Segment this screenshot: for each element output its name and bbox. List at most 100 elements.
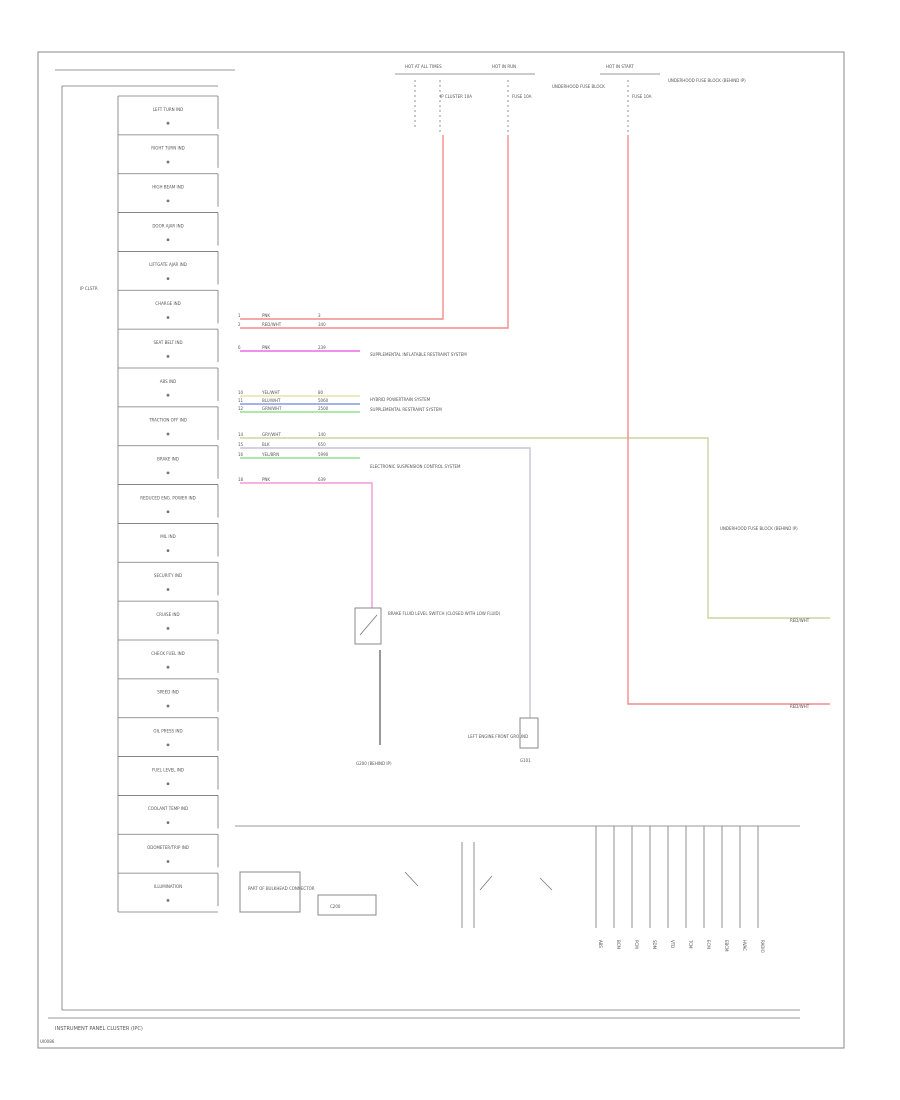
wire-red-white <box>240 135 509 329</box>
top-source-label: HOT IN START <box>606 64 634 69</box>
segment-label: BRAKE IND <box>157 456 179 461</box>
indicator-lamp-icon <box>166 432 170 436</box>
segment-label: CHECK FUEL IND <box>151 651 185 656</box>
segment-label: ODOMETER/TRIP IND <box>147 845 189 850</box>
top-source-label: UNDERHOOD FUSE BLOCK <box>552 84 605 89</box>
pin-number: 6 <box>238 345 241 350</box>
indicator-lamp-icon <box>166 782 170 786</box>
underhood-fuse-label-mid: UNDERHOOD FUSE BLOCK (BEHIND IP) <box>720 526 798 531</box>
indicator-lamp-icon <box>166 316 170 319</box>
brake-switch-box <box>354 607 382 645</box>
legend-vertical-label: HVAC <box>742 940 747 951</box>
legend-vertical-label: PCM <box>634 940 639 949</box>
indicator-lamp-icon <box>166 121 170 125</box>
brake-switch-contact <box>359 614 378 636</box>
indicator-lamp-icon <box>166 393 170 397</box>
module-side-label: IP CLSTR <box>80 286 98 291</box>
segment-label: LIFTGATE AJAR IND <box>149 262 187 267</box>
indicator-lamp-icon <box>166 199 170 203</box>
pin-number: 11 <box>238 398 244 403</box>
wire-color-label: PNK <box>262 477 270 482</box>
legend-vertical-label: SDM <box>652 940 657 950</box>
footer-code: UI0086 <box>40 1039 55 1044</box>
indicator-lamp-icon <box>166 354 170 358</box>
indicator-lamp-icon <box>166 510 170 514</box>
segment-label: MIL IND <box>160 534 175 539</box>
legend-vertical-label: EBCM <box>724 940 729 952</box>
indicator-lamp-icon <box>166 471 170 475</box>
wire-color-label: BLU/WHT <box>262 398 281 403</box>
wire-black <box>240 447 531 718</box>
segment-label: CHARGE IND <box>155 301 180 306</box>
underhood-fuse-label: UNDERHOOD FUSE BLOCK (BEHIND IP) <box>668 78 746 83</box>
circuit-number: 239 <box>318 345 326 350</box>
indicator-lamp-icon <box>166 277 170 281</box>
ground-left-label: G200 (BEHIND IP) <box>356 761 392 766</box>
ground-block <box>519 717 539 749</box>
indicator-lamp-icon <box>166 549 170 553</box>
pin-number: 16 <box>238 452 244 457</box>
wire-color-label: YEL/BRN <box>261 452 279 457</box>
destination-label: ELECTRONIC SUSPENSION CONTROL SYSTEM <box>370 464 461 469</box>
ipc-module-outline <box>61 85 800 1011</box>
circuit-number: 639 <box>318 477 326 482</box>
top-source-fuse: IP CLUSTER 10A <box>440 94 472 99</box>
wire-pink-brake <box>240 482 373 608</box>
segment-label: CRUISE IND <box>156 612 179 617</box>
segment-label: DOOR AJAR IND <box>152 223 183 228</box>
legend-connector <box>317 894 377 916</box>
circuit-number: 3 <box>318 313 321 318</box>
module-name: INSTRUMENT PANEL CLUSTER (IPC) <box>55 1026 143 1032</box>
segment-label: ILLUMINATION <box>154 884 182 889</box>
circuit-number: 650 <box>318 442 326 447</box>
top-source-fuse: FUSE 10A <box>512 94 532 99</box>
segment-label: TRACTION OFF IND <box>148 418 187 423</box>
destinations: SUPPLEMENTAL INFLATABLE RESTRAINT SYSTEM… <box>370 352 467 469</box>
pin-number: 14 <box>238 432 244 437</box>
legend-vertical-label: RADIO <box>760 940 765 953</box>
pin-number: 15 <box>238 442 244 447</box>
segment-label: LEFT TURN IND <box>153 107 183 112</box>
wire-red-start <box>627 135 830 705</box>
legend-slash <box>479 875 493 891</box>
segment-label: OIL PRESS IND <box>153 728 182 733</box>
diagram-frame <box>37 51 845 1049</box>
brake-switch-label: BRAKE FLUID LEVEL SWITCH (CLOSED WITH LO… <box>388 611 501 616</box>
indicator-lamp-icon <box>166 743 170 747</box>
segment-label: REDUCED ENG. POWER IND <box>140 495 196 500</box>
circuit-number: 340 <box>318 322 326 327</box>
legend-vertical-label: TCM <box>688 939 693 949</box>
circuit-number: 2500 <box>318 406 329 411</box>
destination-label: HYBRID POWERTRAIN SYSTEM <box>370 397 431 402</box>
wire-color-label: YEL/WHT <box>261 390 281 395</box>
pin-number: 1 <box>238 313 241 318</box>
indicator-lamp-icon <box>166 160 170 164</box>
segment-label: COOLANT TEMP IND <box>148 806 188 811</box>
right-output-top: RED/WHT <box>790 618 810 623</box>
segment-label: SECURITY IND <box>154 573 182 578</box>
legend-text: C200 <box>330 904 341 909</box>
wire-color-label: RED/WHT <box>262 322 282 327</box>
circuit-number: 5060 <box>318 398 329 403</box>
legend-vertical-label: ECM <box>706 940 711 949</box>
indicator-lamp-icon <box>166 665 170 669</box>
pin-number: 18 <box>238 477 244 482</box>
wire-harness <box>240 135 830 718</box>
indicator-lamp-icon <box>166 588 170 591</box>
ground-right-label: LEFT ENGINE FRONT GROUND <box>468 734 528 739</box>
legend-box <box>239 871 301 913</box>
segment-label: ABS IND <box>160 379 176 384</box>
legend-vertical-label: VTD <box>670 940 675 948</box>
indicator-lamp-icon <box>166 626 170 630</box>
wire-color-label: PNK <box>262 345 270 350</box>
pin-number: 10 <box>238 390 244 395</box>
indicator-lamp-icon <box>166 238 170 242</box>
wire-color-label: PNK <box>262 313 270 318</box>
circuit-number: 5990 <box>318 452 329 457</box>
legend-slash <box>404 871 419 887</box>
destination-label: SUPPLEMENTAL RESTRAINT SYSTEM <box>370 407 442 412</box>
wire-color-label: GRY/WHT <box>262 432 281 437</box>
